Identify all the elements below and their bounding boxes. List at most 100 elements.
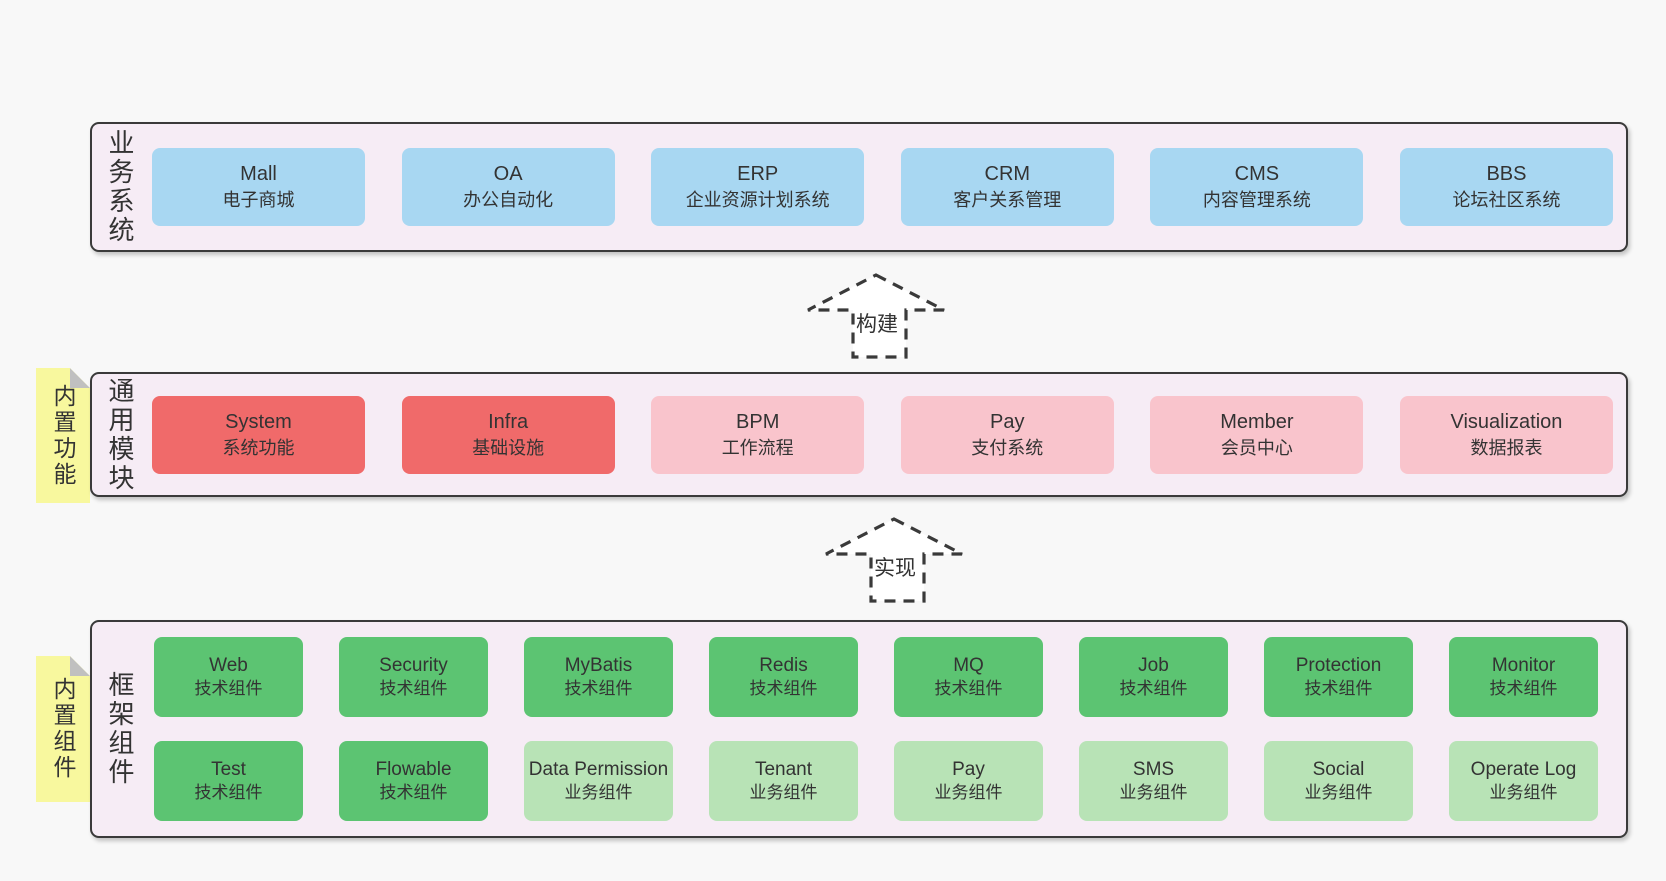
box-mall: Mall 电子商城 bbox=[152, 148, 365, 226]
box-subtitle: 技术组件 bbox=[1119, 679, 1188, 699]
box-social: Social 业务组件 bbox=[1264, 741, 1413, 821]
box-subtitle: 技术组件 bbox=[379, 679, 448, 699]
box-subtitle: 业务组件 bbox=[564, 783, 633, 803]
box-title: Member bbox=[1220, 410, 1294, 433]
box-subtitle: 技术组件 bbox=[1489, 679, 1558, 699]
box-pay-business: Pay 业务组件 bbox=[894, 741, 1043, 821]
box-title: MQ bbox=[953, 654, 984, 676]
box-pay: Pay 支付系统 bbox=[900, 395, 1114, 474]
box-oa: OA 办公自动化 bbox=[401, 148, 615, 226]
box-title: BBS bbox=[1486, 163, 1527, 186]
box-monitor: Monitor 技术组件 bbox=[1449, 637, 1598, 717]
box-title: OA bbox=[493, 163, 523, 186]
note-fold-corner bbox=[70, 656, 90, 676]
box-subtitle: 企业资源计划系统 bbox=[685, 190, 830, 211]
arrow-build: 构建 bbox=[807, 273, 945, 359]
box-subtitle: 技术组件 bbox=[194, 679, 263, 699]
box-security: Security 技术组件 bbox=[339, 637, 488, 717]
box-title: Pay bbox=[990, 410, 1025, 433]
box-title: Social bbox=[1312, 758, 1365, 780]
arrow-label-bg bbox=[855, 312, 899, 338]
box-title: CMS bbox=[1234, 163, 1280, 186]
layer-common-modules: 通用模块 System 系统功能 Infra 基础设施 BPM 工作流程 Pay… bbox=[90, 372, 1628, 497]
box-subtitle: 系统功能 bbox=[222, 437, 295, 458]
box-subtitle: 客户关系管理 bbox=[953, 190, 1062, 211]
box-title: Operate Log bbox=[1470, 758, 1577, 780]
note-builtin-components-label: 内置组件 bbox=[50, 677, 76, 781]
box-title: BPM bbox=[736, 410, 780, 433]
box-title: Security bbox=[379, 654, 448, 676]
layer-business-systems: 业务系统 Mall 电子商城 OA 办公自动化 ERP 企业资源计划系统 CRM… bbox=[90, 122, 1628, 252]
box-title: ERP bbox=[737, 163, 779, 186]
box-subtitle: 支付系统 bbox=[971, 437, 1044, 458]
box-subtitle: 业务组件 bbox=[1304, 783, 1373, 803]
business-systems-row: Mall 电子商城 OA 办公自动化 ERP 企业资源计划系统 CRM 客户关系… bbox=[92, 124, 1626, 250]
box-title: CRM bbox=[984, 163, 1031, 186]
note-builtin-components: 内置组件 bbox=[36, 656, 90, 802]
arrow-label-bg bbox=[873, 556, 917, 582]
box-job: Job 技术组件 bbox=[1079, 637, 1228, 717]
box-subtitle: 技术组件 bbox=[749, 679, 818, 699]
box-title: System bbox=[225, 410, 292, 433]
box-system: System 系统功能 bbox=[152, 395, 365, 474]
note-builtin-features: 内置功能 bbox=[36, 368, 90, 503]
box-subtitle: 会员中心 bbox=[1220, 437, 1293, 458]
arrow-build-label: 构建 bbox=[856, 313, 898, 336]
note-fold-corner bbox=[70, 368, 90, 388]
box-subtitle: 技术组件 bbox=[564, 679, 633, 699]
box-subtitle: 技术组件 bbox=[1304, 679, 1373, 699]
arrow-implement-label: 实现 bbox=[874, 557, 916, 580]
box-cms: CMS 内容管理系统 bbox=[1150, 148, 1364, 226]
box-subtitle: 技术组件 bbox=[194, 783, 263, 803]
box-subtitle: 技术组件 bbox=[379, 783, 448, 803]
box-subtitle: 论坛社区系统 bbox=[1452, 190, 1561, 211]
box-subtitle: 业务组件 bbox=[934, 783, 1003, 803]
box-data-permission: Data Permission 业务组件 bbox=[524, 741, 673, 821]
box-subtitle: 办公自动化 bbox=[463, 190, 554, 211]
box-subtitle: 技术组件 bbox=[934, 679, 1003, 699]
box-subtitle: 内容管理系统 bbox=[1202, 190, 1311, 211]
box-title: SMS bbox=[1132, 758, 1175, 780]
box-subtitle: 业务组件 bbox=[1489, 783, 1558, 803]
box-bpm: BPM 工作流程 bbox=[651, 395, 865, 474]
box-infra: Infra 基础设施 bbox=[401, 395, 615, 474]
box-title: Redis bbox=[759, 654, 808, 676]
box-title: Pay bbox=[952, 758, 985, 780]
box-erp: ERP 企业资源计划系统 bbox=[651, 148, 865, 226]
box-web: Web 技术组件 bbox=[154, 637, 303, 717]
box-subtitle: 基础设施 bbox=[472, 437, 545, 458]
box-mybatis: MyBatis 技术组件 bbox=[524, 637, 673, 717]
layer-business-systems-label: 业务系统 bbox=[105, 129, 135, 245]
note-builtin-features-label: 内置功能 bbox=[50, 383, 76, 488]
box-title: Data Permission bbox=[528, 758, 669, 780]
box-subtitle: 业务组件 bbox=[749, 783, 818, 803]
box-subtitle: 工作流程 bbox=[721, 437, 794, 458]
box-subtitle: 业务组件 bbox=[1119, 783, 1188, 803]
box-title: Tenant bbox=[754, 758, 813, 780]
arrow-implement: 实现 bbox=[825, 517, 963, 603]
common-modules-row: System 系统功能 Infra 基础设施 BPM 工作流程 Pay 支付系统… bbox=[92, 374, 1626, 495]
box-protection: Protection 技术组件 bbox=[1264, 637, 1413, 717]
box-crm: CRM 客户关系管理 bbox=[900, 148, 1114, 226]
layer-framework-components: 框架组件 Web 技术组件 Security 技术组件 MyBatis 技术组件… bbox=[90, 620, 1628, 838]
box-sms: SMS 业务组件 bbox=[1079, 741, 1228, 821]
box-tenant: Tenant 业务组件 bbox=[709, 741, 858, 821]
box-flowable: Flowable 技术组件 bbox=[339, 741, 488, 821]
box-visualization: Visualization 数据报表 bbox=[1399, 395, 1613, 474]
box-test: Test 技术组件 bbox=[154, 741, 303, 821]
box-mq: MQ 技术组件 bbox=[894, 637, 1043, 717]
layer-common-modules-label: 通用模块 bbox=[105, 376, 135, 493]
framework-components-row-2: Test 技术组件 Flowable 技术组件 Data Permission … bbox=[92, 741, 1626, 821]
box-title: Protection bbox=[1295, 654, 1382, 676]
box-title: Infra bbox=[488, 410, 529, 433]
box-member: Member 会员中心 bbox=[1150, 395, 1364, 474]
box-title: Monitor bbox=[1491, 654, 1556, 676]
box-operate-log: Operate Log 业务组件 bbox=[1449, 741, 1598, 821]
box-subtitle: 电子商城 bbox=[222, 190, 295, 211]
box-title: Job bbox=[1138, 654, 1169, 676]
box-title: Web bbox=[209, 654, 248, 676]
box-redis: Redis 技术组件 bbox=[709, 637, 858, 717]
layer-framework-components-label: 框架组件 bbox=[105, 671, 135, 787]
box-title: Test bbox=[211, 758, 246, 780]
